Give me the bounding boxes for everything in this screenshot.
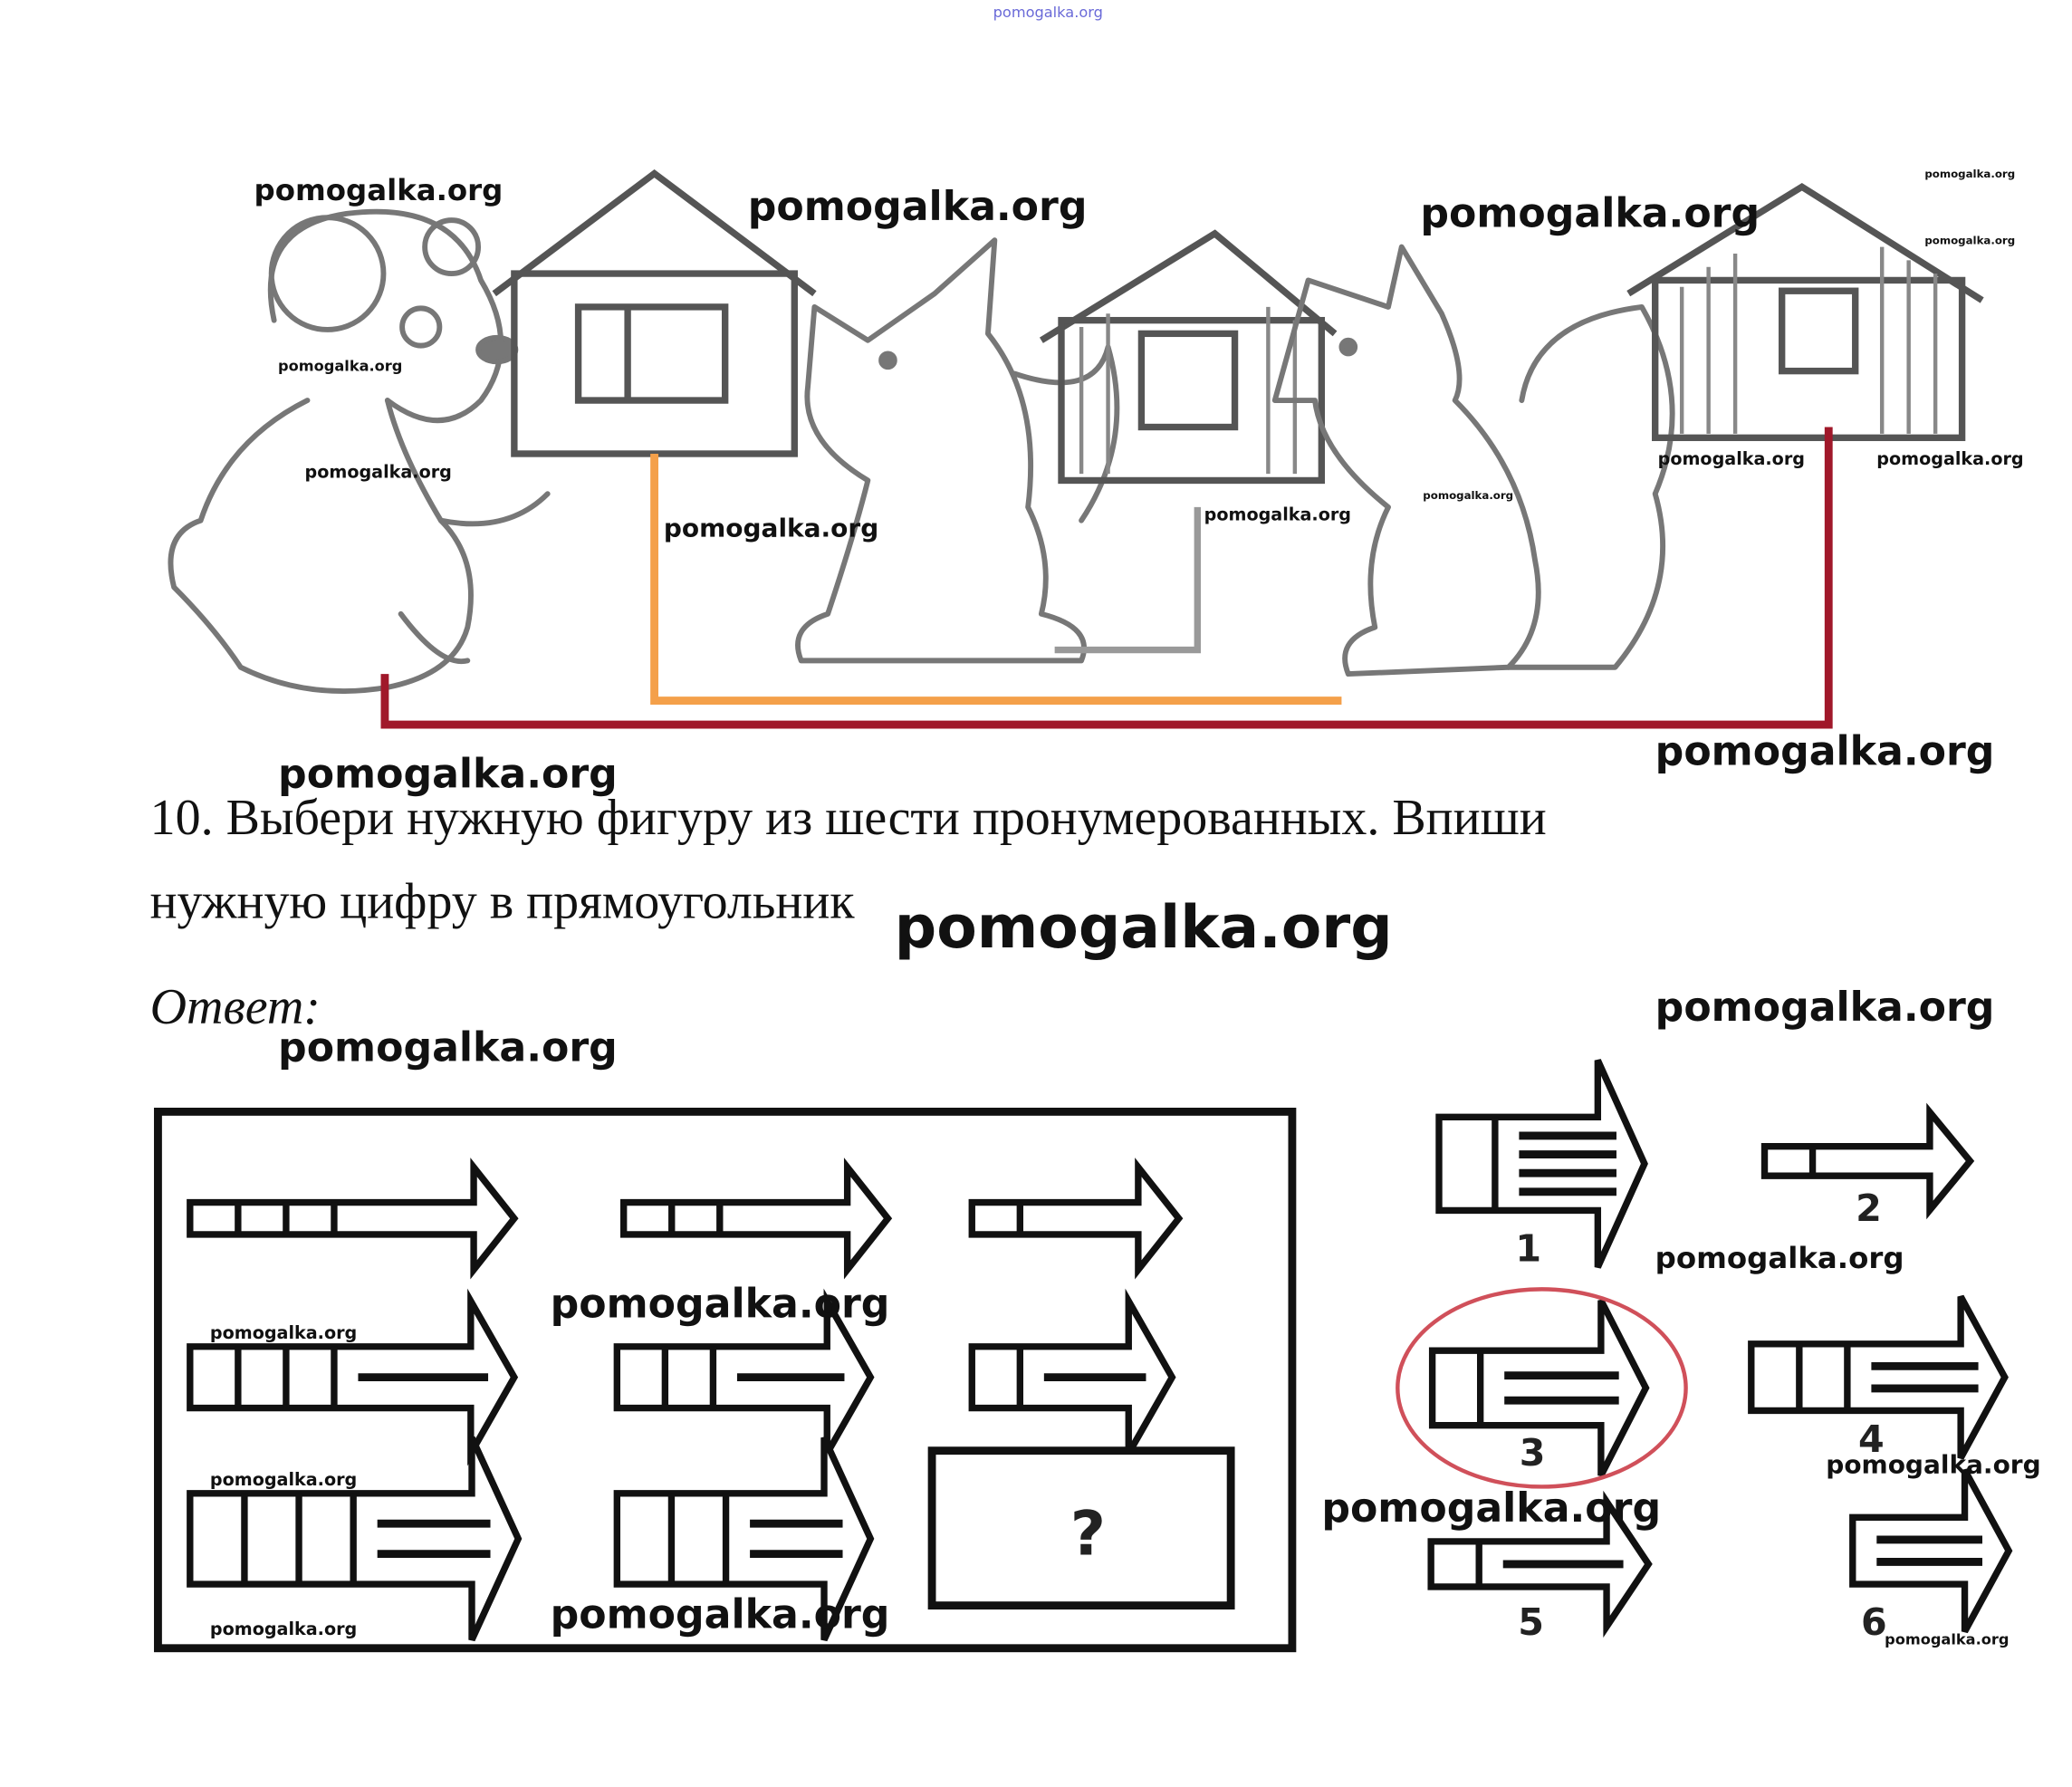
option-number: 3	[1520, 1431, 1546, 1475]
arrow-outline	[1428, 1299, 1650, 1477]
watermark: pomogalka.org	[1423, 489, 1513, 502]
option-6[interactable]: 6	[1849, 1468, 2013, 1644]
watermark: pomogalka.org	[1420, 190, 1760, 236]
watermark: pomogalka.org	[254, 173, 504, 207]
watermark: pomogalka.org	[748, 184, 1088, 230]
puzzle-grid	[187, 1158, 1184, 1642]
grid-figure	[187, 1288, 519, 1466]
puzzle-frame	[154, 1107, 1297, 1653]
grid-figure	[968, 1158, 1184, 1280]
watermark: pomogalka.org	[664, 513, 878, 543]
watermark: pomogalka.org	[1655, 728, 1995, 774]
watermark: pomogalka.org	[1924, 168, 2015, 180]
red-path	[380, 427, 1833, 729]
option-1[interactable]: 1	[1435, 1059, 1648, 1271]
house-3	[1626, 182, 1984, 441]
task-line-2: нужную цифру в прямоугольник	[150, 874, 856, 930]
option-figure	[1428, 1299, 1650, 1477]
arrow-outline	[1748, 1294, 2009, 1460]
option-4[interactable]: 4	[1748, 1294, 2009, 1461]
watermark: pomogalka.org	[1826, 1450, 2040, 1480]
watermark: pomogalka.org	[1204, 504, 1351, 525]
option-number: 1	[1515, 1226, 1541, 1270]
watermark: pomogalka.org	[1658, 448, 1805, 469]
option-number: 5	[1518, 1600, 1544, 1644]
watermark: pomogalka.org	[278, 751, 618, 797]
watermark: pomogalka.org	[1655, 1241, 1904, 1275]
option-number: 4	[1858, 1417, 1885, 1461]
option-2[interactable]: 2	[1760, 1102, 1975, 1230]
arrow-outline	[620, 1158, 893, 1280]
grid-figure	[613, 1288, 875, 1466]
illustration	[168, 168, 1984, 729]
option-5[interactable]: 5	[1427, 1490, 1653, 1644]
watermarks: pomogalka.org pomogalka.org pomogalka.or…	[210, 168, 2041, 1648]
arrow-outline	[1849, 1468, 2013, 1634]
wolf-drawing	[795, 237, 1120, 664]
watermark: pomogalka.org	[210, 1619, 357, 1639]
question-mark: ?	[1070, 1498, 1106, 1570]
arrow-outline	[968, 1158, 1184, 1280]
bear-drawing	[168, 208, 551, 695]
option-figure	[1435, 1059, 1648, 1269]
watermark: pomogalka.org	[1321, 1485, 1661, 1532]
watermark: pomogalka.org	[305, 462, 452, 483]
fox-drawing	[1271, 244, 1675, 677]
option-figure	[1427, 1490, 1653, 1638]
watermark: pomogalka.org	[895, 894, 1393, 962]
option-figure	[1748, 1294, 2009, 1460]
watermark: pomogalka.org	[551, 1592, 890, 1638]
option-3[interactable]: 3	[1428, 1299, 1650, 1477]
watermark: pomogalka.org	[278, 358, 402, 375]
answer-options: 1 2 3 4 5 6	[1427, 1059, 2013, 1644]
arrow-outline	[613, 1436, 875, 1642]
orange-path	[650, 453, 1342, 706]
task-line-1: 10. Выбери нужную фигуру из шести пронум…	[150, 790, 1547, 846]
watermark: pomogalka.org	[1876, 448, 2023, 469]
grid-figure	[620, 1158, 893, 1280]
grid-figure	[187, 1158, 519, 1280]
option-figure	[1849, 1468, 2013, 1634]
top-watermark: pomogalka.org	[993, 4, 1103, 21]
house-2	[1039, 229, 1338, 485]
watermark: pomogalka.org	[210, 1322, 357, 1343]
option-number: 6	[1861, 1600, 1887, 1644]
answer-box[interactable]	[927, 1446, 1235, 1610]
selection-circle	[1396, 1287, 1688, 1489]
watermark: pomogalka.org	[210, 1469, 357, 1490]
watermark: pomogalka.org	[1885, 1630, 2009, 1648]
watermark: pomogalka.org	[551, 1281, 890, 1327]
option-number: 2	[1856, 1187, 1882, 1230]
answer-label: Ответ:	[150, 979, 321, 1035]
grid-figure	[187, 1436, 523, 1642]
arrow-outline	[1435, 1059, 1648, 1269]
option-figure	[1760, 1102, 1975, 1220]
grid-figure	[968, 1288, 1176, 1466]
watermark: pomogalka.org	[278, 1024, 618, 1071]
watermark: pomogalka.org	[1924, 235, 2015, 247]
gray-path	[1054, 506, 1201, 654]
grid-figure	[613, 1436, 875, 1642]
arrow-outline	[1760, 1102, 1975, 1220]
watermark: pomogalka.org	[1655, 985, 1995, 1031]
